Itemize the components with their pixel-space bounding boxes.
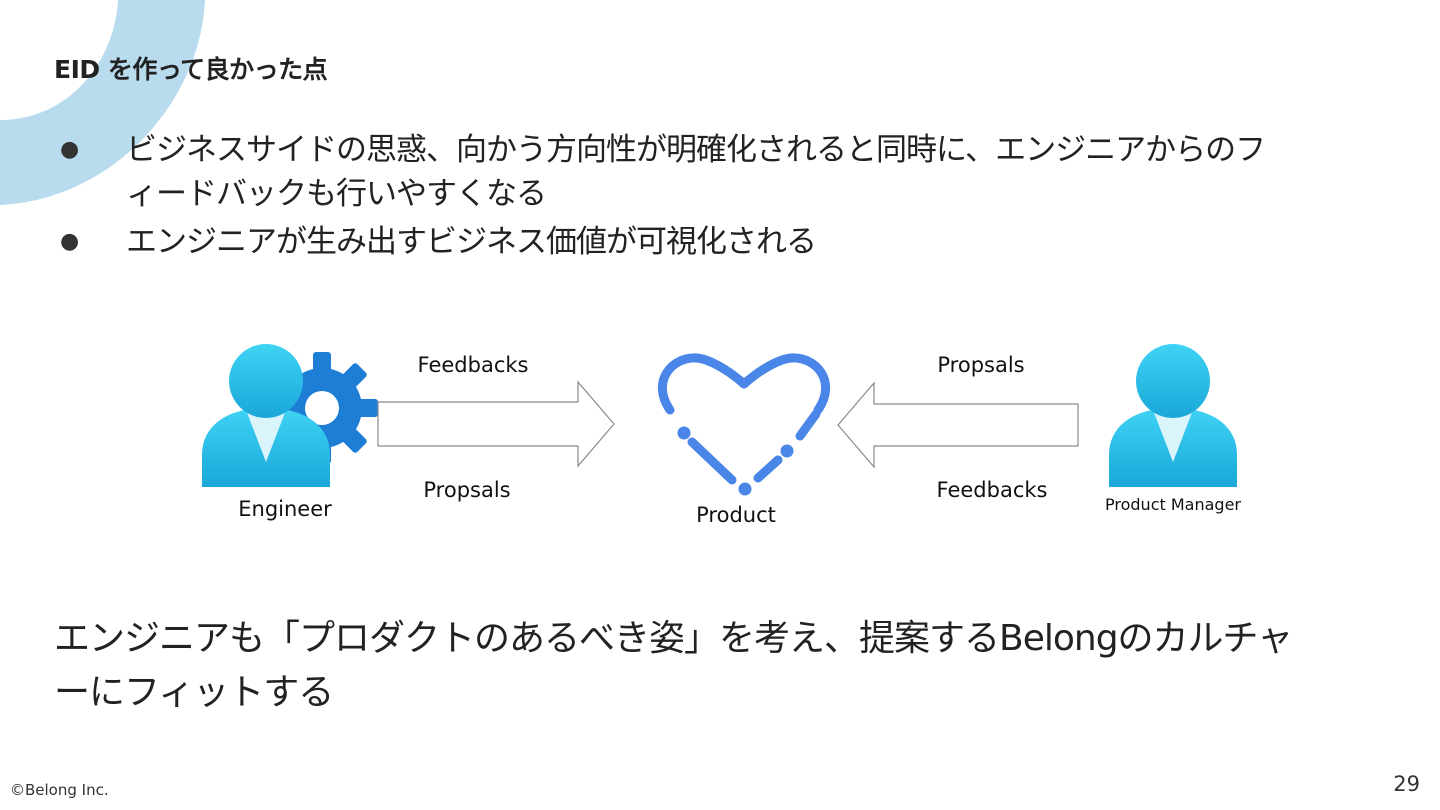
bullet-list: ● ビジネスサイドの思惑、向かう方向性が明確化されると同時に、エンジニアからのフ…: [60, 128, 1290, 268]
page-number: 29: [1393, 772, 1420, 796]
left-arrow-top-label: Feedbacks: [418, 353, 529, 377]
bullet-item: ● ビジネスサイドの思惑、向かう方向性が明確化されると同時に、エンジニアからのフ…: [60, 128, 1290, 216]
right-arrow: [837, 381, 1079, 469]
left-arrow-bottom-label: Propsals: [423, 478, 510, 502]
heart-icon: [658, 353, 830, 496]
engineer-label: Engineer: [238, 497, 332, 521]
product-manager-label: Product Manager: [1105, 495, 1241, 514]
bullet-text: エンジニアが生み出すビジネス価値が可視化される: [126, 224, 817, 260]
bullet-text: ビジネスサイドの思惑、向かう方向性が明確化されると同時に、エンジニアからのフィー…: [126, 132, 1266, 212]
product-manager-person-icon: [1109, 344, 1237, 487]
bullet-item: ● エンジニアが生み出すビジネス価値が可視化される: [60, 220, 1290, 264]
engineer-person-icon: [202, 344, 330, 487]
bullet-marker: ●: [60, 229, 80, 254]
slide-title: EID を作って良かった点: [54, 55, 328, 84]
left-arrow: [377, 380, 615, 468]
conclusion-text: エンジニアも「プロダクトのあるべき姿」を考え、提案するBelongのカルチャーに…: [54, 618, 1293, 713]
product-label: Product: [696, 503, 776, 527]
right-arrow-bottom-label: Feedbacks: [937, 478, 1048, 502]
right-arrow-top-label: Propsals: [937, 353, 1024, 377]
bullet-marker: ●: [60, 137, 80, 162]
copyright: ©Belong Inc.: [10, 781, 109, 799]
